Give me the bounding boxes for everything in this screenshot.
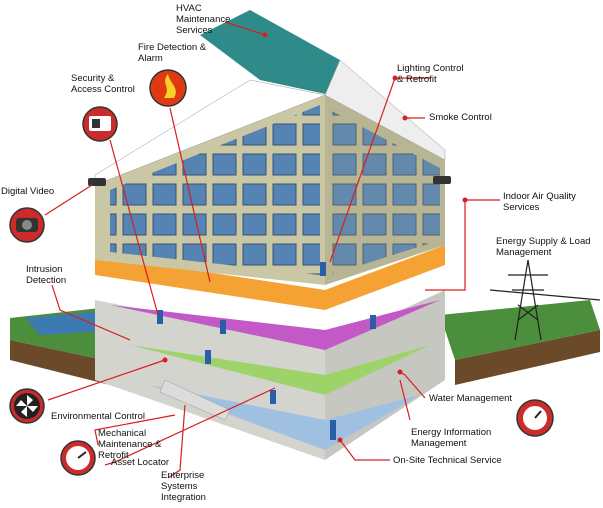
mechanical-maintenance-label: Mechanical Maintenance & Retrofit [98, 428, 162, 461]
lighting-control-label: Lighting Control & Retrofit [397, 63, 464, 85]
intrusion-detection-label: Intrusion Detection [26, 264, 67, 286]
leader-lines [44, 21, 500, 479]
floor-purple [110, 300, 440, 350]
roof [200, 10, 340, 95]
roof-camera-right [433, 176, 451, 184]
energy-supply-label: Energy Supply & Load Management [496, 236, 591, 258]
power-tower [489, 259, 601, 341]
ground-right [440, 300, 600, 385]
camera-icon [9, 207, 45, 243]
workers [157, 262, 376, 440]
access-card-icon [82, 106, 118, 142]
pipe [159, 379, 231, 421]
smoke-control-label: Smoke Control [429, 112, 492, 123]
windows-left [110, 105, 320, 275]
environmental-control-label: Environmental Control [51, 411, 145, 422]
indoor-air-label: Indoor Air Quality Services [503, 191, 576, 213]
asset-locator-label: Asset Locator [111, 457, 170, 468]
digital-video-label: Digital Video [1, 186, 55, 197]
roof-camera-left [88, 178, 106, 186]
meter-icon [516, 399, 554, 437]
fire-alarm-icon [149, 69, 187, 107]
enterprise-systems-label: Enterprise Systems Integration [161, 470, 206, 503]
fire-detection-label: Fire Detection & Alarm [138, 42, 207, 64]
roof-trim-right [324, 59, 446, 161]
gauge-icon [60, 440, 96, 476]
floor-orange [95, 245, 445, 310]
floor-blue [150, 385, 420, 450]
leader-dots [162, 32, 468, 443]
onsite-technical-label: On-Site Technical Service [393, 455, 502, 466]
windows-right [330, 110, 440, 275]
water-management-label: Water Management [429, 393, 513, 404]
hvac-label: HVAC Maintenance Services [176, 3, 231, 36]
security-access-label: Security & Access Control [71, 73, 135, 95]
fan-icon [9, 388, 45, 424]
energy-information-label: Energy Information Management [411, 427, 492, 449]
